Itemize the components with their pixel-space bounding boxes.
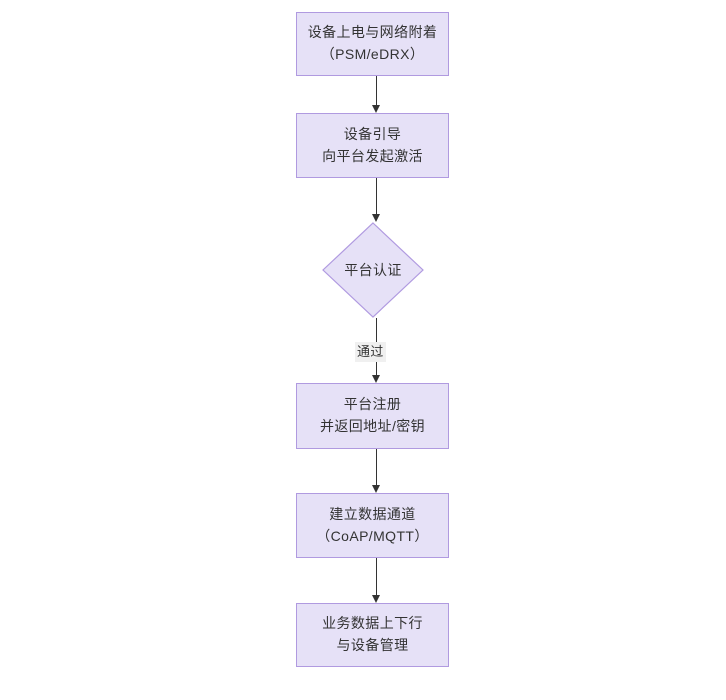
arrowhead-icon xyxy=(372,485,380,493)
node-text-line1: 设备上电与网络附着 xyxy=(307,24,438,41)
node-device-bootstrap[interactable]: 设备引导 向平台发起激活 xyxy=(296,113,449,178)
arrowhead-icon xyxy=(372,105,380,113)
node-text-line1: 平台认证 xyxy=(344,262,402,278)
diamond-shape xyxy=(322,222,424,318)
node-text-line1: 业务数据上下行 xyxy=(322,615,423,632)
edge-n1-n2 xyxy=(372,76,381,113)
edge-line xyxy=(376,76,377,106)
edge-n4-n5 xyxy=(372,449,381,494)
edge-n5-n6 xyxy=(372,558,381,604)
edge-label-pass: 通过 xyxy=(355,342,386,362)
node-device-power-on[interactable]: 设备上电与网络附着 （PSM/eDRX） xyxy=(296,12,449,76)
node-text-line1: 设备引导 xyxy=(343,125,402,142)
node-establish-data-channel[interactable]: 建立数据通道 （CoAP/MQTT） xyxy=(296,493,449,558)
arrowhead-icon xyxy=(372,214,380,222)
node-platform-auth-decision[interactable]: 平台认证 xyxy=(322,222,424,318)
edge-n2-n3 xyxy=(372,178,381,223)
node-platform-register[interactable]: 平台注册 并返回地址/密钥 xyxy=(296,383,449,449)
node-text-line1: 建立数据通道 xyxy=(329,505,416,522)
edge-line xyxy=(376,178,377,215)
node-text-line2: （CoAP/MQTT） xyxy=(316,527,429,544)
node-text-line2: 向平台发起激活 xyxy=(322,147,423,164)
edge-line xyxy=(376,558,377,596)
node-text-line2: （PSM/eDRX） xyxy=(320,46,425,62)
edge-line xyxy=(376,449,377,486)
arrowhead-icon xyxy=(372,375,380,383)
node-text-line2: 与设备管理 xyxy=(336,637,409,653)
node-text-line1: 平台注册 xyxy=(343,396,402,413)
node-text-line2: 并返回地址/密钥 xyxy=(319,418,426,434)
arrowhead-icon xyxy=(372,595,380,603)
node-business-data-and-device-management[interactable]: 业务数据上下行 与设备管理 xyxy=(296,603,449,667)
